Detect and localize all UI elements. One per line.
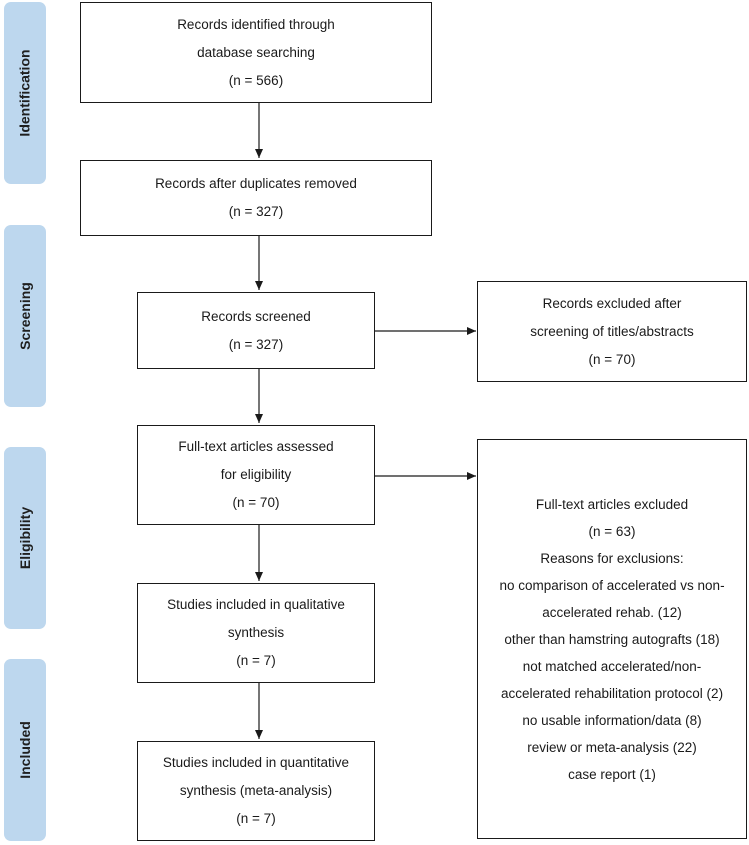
duplicates-removed-count: (n = 327) [228,204,284,219]
quantitative-line2: synthesis (meta-analysis) [179,783,333,798]
exclusion-reason: no comparison of accelerated vs non- [499,577,725,593]
phase-screening: Screening [4,225,46,407]
qualitative-line1: Studies included in qualitative [167,597,345,612]
exclusion-reason: no usable information/data (8) [522,712,702,728]
phase-identification: Identification [4,2,46,184]
fulltext-assessed-line2: for eligibility [220,467,292,482]
exclusion-reason: case report (1) [568,766,656,782]
quantitative-line1: Studies included in quantitative [162,755,350,770]
records-screened-count: (n = 327) [228,336,284,352]
box-fulltext-assessed: Full-text articles assessed for eligibil… [137,425,375,525]
fulltext-excluded-count: (n = 63) [588,523,636,539]
fulltext-excluded-line1: Full-text articles excluded [535,496,689,512]
records-identified-count: (n = 566) [228,72,284,88]
excluded-screening-count: (n = 70) [588,351,636,367]
phase-eligibility: Eligibility [4,447,46,629]
quantitative-count: (n = 7) [236,811,276,826]
qualitative-line2: synthesis [227,625,285,640]
exclusion-reason: accelerated rehab. (12) [542,604,682,620]
records-identified-line2: database searching [197,44,315,60]
records-screened-line1: Records screened [201,308,311,324]
excluded-screening-line1: Records excluded after [542,295,682,311]
fulltext-assessed-line1: Full-text articles assessed [178,439,334,454]
records-identified-line1: Records identified through [177,16,335,32]
exclusion-reason: other than hamstring autografts (18) [504,631,720,647]
qualitative-count: (n = 7) [236,653,276,668]
exclusion-reasons-heading: Reasons for exclusions: [540,550,684,566]
box-fulltext-excluded: Full-text articles excluded (n = 63) Rea… [477,439,747,839]
box-qualitative-synthesis: Studies included in qualitative synthesi… [137,583,375,683]
box-duplicates-removed: Records after duplicates removed (n = 32… [80,160,432,236]
fulltext-assessed-count: (n = 70) [232,495,280,510]
box-quantitative-synthesis: Studies included in quantitative synthes… [137,741,375,841]
phase-included: Included [4,659,46,841]
box-records-identified: Records identified through database sear… [80,2,432,103]
excluded-screening-line2: screening of titles/abstracts [530,323,694,339]
box-records-excluded-screening: Records excluded after screening of titl… [477,281,747,382]
exclusion-reason: not matched accelerated/non- [522,658,702,674]
duplicates-removed-line1: Records after duplicates removed [155,176,357,191]
exclusion-reason: review or meta-analysis (22) [527,739,697,755]
box-records-screened: Records screened (n = 327) [137,292,375,369]
exclusion-reason: accelerated rehabilitation protocol (2) [500,685,724,701]
